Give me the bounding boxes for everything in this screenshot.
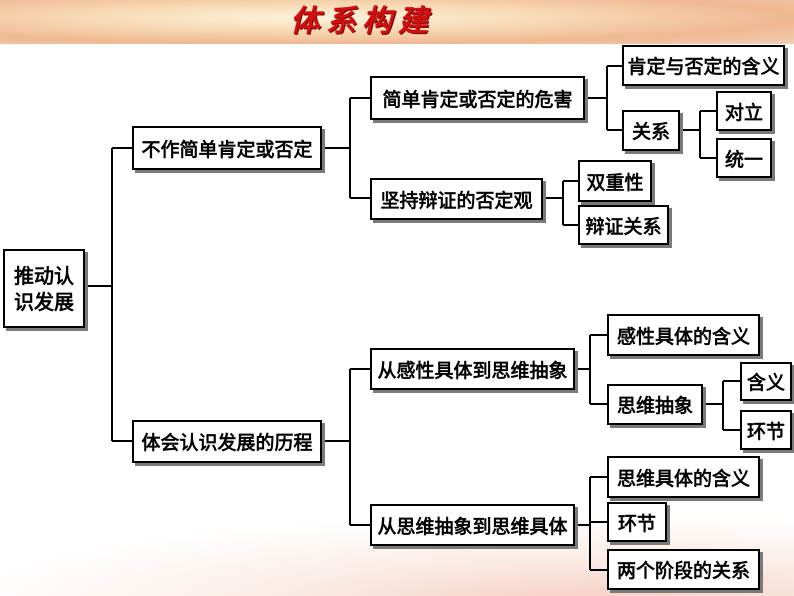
leaf-node: 两个阶段的关系 xyxy=(607,549,760,590)
leaf-node: 辩证关系 xyxy=(578,205,669,245)
branch2-child1-node: 从感性具体到思维抽象 xyxy=(370,348,575,390)
root-label-line2: 识发展 xyxy=(14,289,74,314)
leaf-node: 感性具体的含义 xyxy=(607,314,760,356)
branch1-node: 不作简单肯定或否定 xyxy=(132,126,322,170)
page-title: 体系构建 xyxy=(290,4,434,39)
leaf-node: 含义 xyxy=(740,362,792,401)
leaf-node: 统一 xyxy=(716,138,772,178)
header-banner: 体系构建 xyxy=(0,0,794,44)
leaf-node: 肯定与否定的含义 xyxy=(622,45,785,86)
connector-branch1-child2 xyxy=(543,180,578,226)
abstract-node: 思维抽象 xyxy=(607,384,703,425)
connector-relation xyxy=(680,110,716,159)
connector-branch2-child1 xyxy=(575,334,607,405)
connector-abstract xyxy=(703,380,740,431)
branch2-node: 体会认识发展的历程 xyxy=(132,420,322,463)
leaf-node: 思维具体的含义 xyxy=(607,456,760,498)
connector-branch2 xyxy=(322,368,370,526)
leaf-node: 双重性 xyxy=(578,160,652,202)
leaf-node: 环节 xyxy=(740,410,792,450)
branch2-child2-node: 从思维抽象到思维具体 xyxy=(370,504,575,546)
connector-branch1 xyxy=(322,97,370,199)
connector-branch2-child2 xyxy=(575,476,607,571)
branch1-child2-node: 坚持辩证的否定观 xyxy=(370,178,543,220)
root-label-line1: 推动认 xyxy=(14,263,74,288)
connector-branch1-child1 xyxy=(585,65,622,131)
branch1-child1-node: 简单肯定或否定的危害 xyxy=(370,76,585,120)
relation-node: 关系 xyxy=(622,110,680,151)
root-node: 推动认 识发展 xyxy=(3,249,85,328)
connector-root xyxy=(85,147,132,442)
leaf-node: 对立 xyxy=(716,91,772,131)
leaf-node: 环节 xyxy=(607,502,667,542)
